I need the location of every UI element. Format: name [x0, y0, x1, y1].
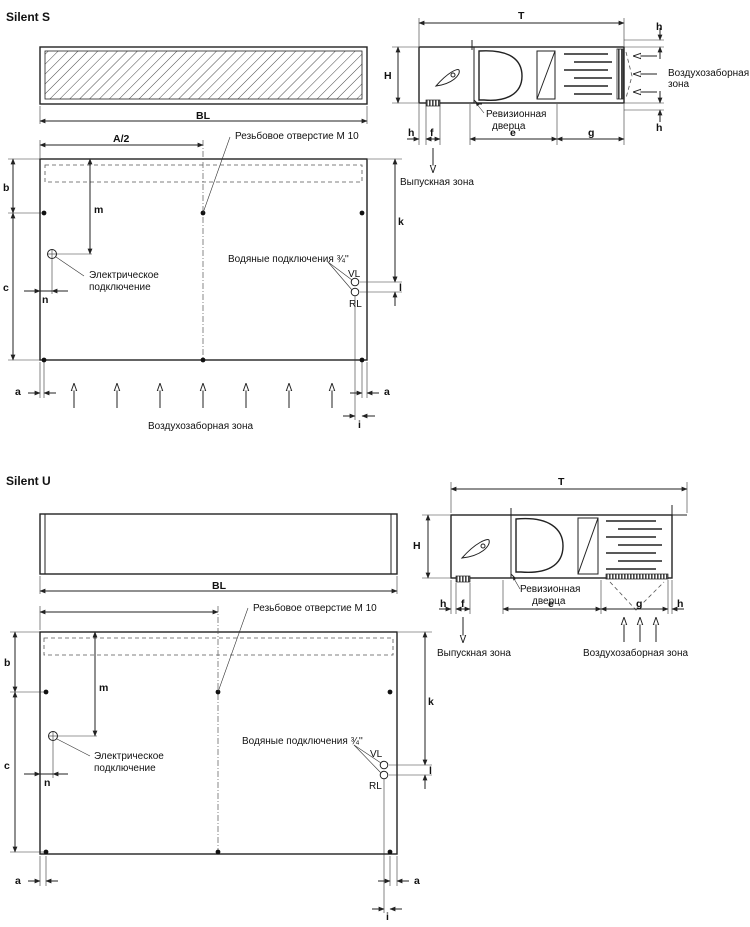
dim-t: T — [558, 476, 565, 488]
mount-point — [43, 689, 49, 695]
rl-label: RL — [369, 781, 382, 792]
dim-h-right: h — [677, 598, 683, 610]
water-vl-icon — [379, 760, 389, 770]
outlet-zone-label: Выпускная зона — [400, 177, 474, 188]
dim-c: c — [4, 760, 10, 772]
thread-label: Резьбовое отверстие М 10 — [235, 130, 359, 142]
dim-h-top: h — [656, 21, 662, 33]
dim-b: b — [4, 657, 10, 669]
dim-a-left: a — [15, 875, 21, 887]
dim-i: i — [358, 419, 361, 431]
dim-a-right: a — [384, 386, 390, 398]
silent-u-side-view: T H — [413, 476, 688, 659]
silent-s-title: Silent S — [6, 10, 50, 24]
silencer-baffles — [606, 520, 662, 570]
dim-f: f — [461, 598, 465, 610]
intake-zone-label: Воздухозаборная зона — [148, 420, 253, 432]
dim-n: n — [42, 294, 48, 306]
dim-e: e — [510, 127, 516, 139]
fan-blade-icon — [460, 539, 490, 559]
mount-point — [200, 357, 206, 363]
dim-c: c — [3, 282, 9, 294]
vl-label: VL — [370, 749, 383, 760]
water-rl-icon — [379, 770, 389, 780]
dim-a-left: a — [15, 386, 21, 398]
heat-exchanger — [536, 50, 556, 100]
intake-zone-label: Воздухозаборная зона — [583, 647, 688, 659]
heat-exchanger — [577, 517, 599, 575]
dim-l: l — [399, 282, 402, 294]
mount-point — [359, 357, 365, 363]
intake-side-label-2: зона — [668, 79, 690, 90]
dim-t: T — [518, 10, 525, 22]
dim-g: g — [588, 127, 594, 139]
dim-h-height: H — [413, 540, 421, 552]
air-intake-grille — [616, 48, 624, 100]
silencer-baffles — [564, 53, 612, 95]
fan-blade-icon — [434, 69, 460, 87]
dim-a-right: a — [414, 875, 420, 887]
dim-e: e — [548, 598, 554, 610]
rl-label: RL — [349, 299, 362, 310]
silent-u-top-view: BL — [39, 513, 398, 594]
silent-s-front-view: A/2 Резьбовое отверстие М 10 b c m — [3, 130, 404, 432]
dim-k: k — [428, 696, 434, 708]
dim-a-half: A/2 — [113, 133, 130, 145]
dim-bl: BL — [212, 580, 227, 592]
silent-s-side-view: T H — [384, 10, 749, 188]
dim-m: m — [94, 204, 103, 216]
dim-l: l — [429, 765, 432, 777]
door-label-2: дверца — [532, 596, 566, 607]
silent-u-title: Silent U — [6, 474, 51, 488]
outlet-zone-label: Выпускная зона — [437, 648, 511, 659]
mount-point — [359, 210, 365, 216]
mount-point — [41, 210, 47, 216]
dim-m: m — [99, 682, 108, 694]
silent-u-section: Silent U BL Резьбовое отверстие М 1 — [4, 474, 688, 923]
dim-f: f — [430, 127, 434, 139]
thread-label: Резьбовое отверстие М 10 — [253, 602, 377, 614]
water-rl-icon — [350, 287, 360, 297]
silent-u-front-view: Резьбовое отверстие М 10 b c m Электриче… — [4, 602, 434, 923]
air-intake-grille — [605, 573, 669, 580]
fan-housing — [478, 50, 523, 101]
electrical-label-1: Электрическое — [94, 751, 164, 762]
outlet-grille — [425, 99, 441, 107]
dim-h-offset: h — [440, 598, 446, 610]
dim-h-bottom: h — [656, 122, 662, 134]
intake-side-label-1: Воздухозаборная — [668, 67, 749, 79]
electrical-label-2: подключение — [89, 282, 151, 293]
door-label-1: Ревизионная — [486, 109, 546, 120]
dim-h-offset: h — [408, 127, 414, 139]
dim-i: i — [386, 911, 389, 923]
dim-n: n — [44, 777, 50, 789]
silent-s-section: Silent S BL A/2 — [3, 10, 749, 432]
water-vl-icon — [350, 277, 360, 287]
mount-point — [215, 849, 221, 855]
mount-point — [387, 689, 393, 695]
mount-point — [41, 357, 47, 363]
vl-label: VL — [348, 269, 361, 280]
door-label-1: Ревизионная — [520, 584, 580, 595]
outlet-grille — [455, 575, 471, 583]
dim-bl: BL — [196, 110, 211, 122]
dim-k: k — [398, 216, 404, 228]
fan-housing — [515, 517, 564, 573]
dim-g: g — [636, 598, 642, 610]
electrical-label-2: подключение — [94, 763, 156, 774]
water-label: Водяные подключения ¾'' — [228, 254, 349, 265]
silent-s-top-view: BL — [39, 46, 368, 124]
mount-point — [387, 849, 393, 855]
electrical-label-1: Электрическое — [89, 270, 159, 281]
mount-point — [43, 849, 49, 855]
door-label-2: дверца — [492, 121, 526, 132]
water-label: Водяные подключения ¾'' — [242, 736, 363, 747]
air-intake-arrows — [74, 384, 332, 408]
dim-h-height: H — [384, 70, 392, 82]
dim-b: b — [3, 182, 9, 194]
